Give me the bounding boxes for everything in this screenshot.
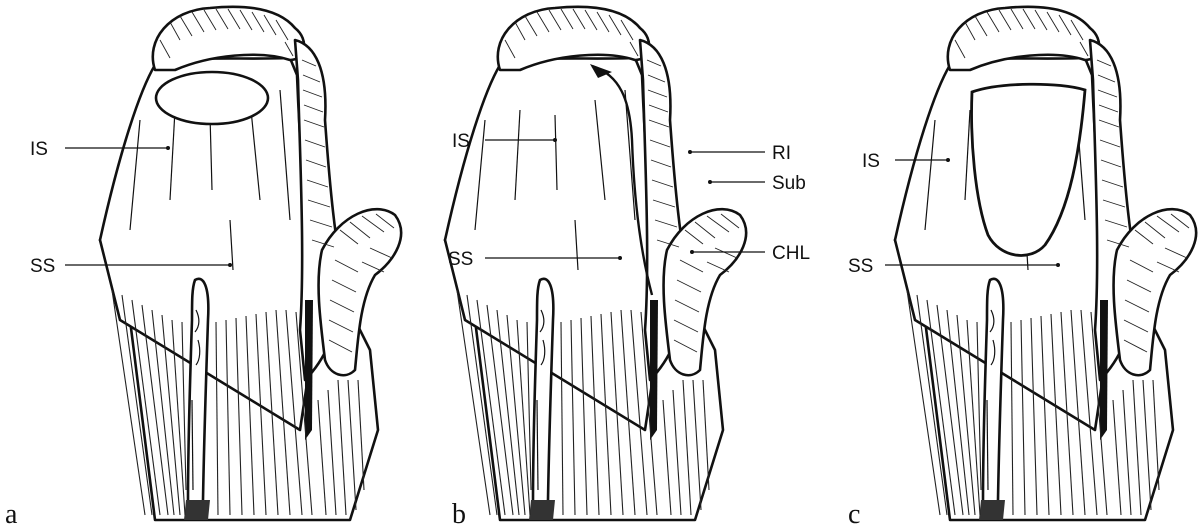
panel-c-is-label: IS bbox=[862, 151, 880, 172]
panel-a: IS SS a bbox=[5, 7, 401, 530]
panel-c-ss-label: SS bbox=[848, 256, 873, 277]
panel-b-sub-label: Sub bbox=[772, 173, 806, 194]
panel-b-chl-label: CHL bbox=[772, 243, 810, 264]
panel-c-letter: c bbox=[848, 499, 860, 530]
panel-b-ri-label: RI bbox=[772, 143, 791, 164]
panel-a-ss-label: SS bbox=[30, 256, 55, 277]
panel-b-letter: b bbox=[452, 499, 466, 530]
panel-a-oval-defect bbox=[156, 72, 268, 124]
panel-a-is-label: IS bbox=[30, 139, 48, 160]
panel-b-ss-label: SS bbox=[448, 249, 473, 270]
panel-a-letter: a bbox=[5, 499, 18, 530]
panel-b: IS SS RI Sub CHL b bbox=[445, 7, 810, 530]
panel-b-is-label: IS bbox=[452, 131, 470, 152]
panel-c: IS SS c bbox=[848, 7, 1196, 530]
